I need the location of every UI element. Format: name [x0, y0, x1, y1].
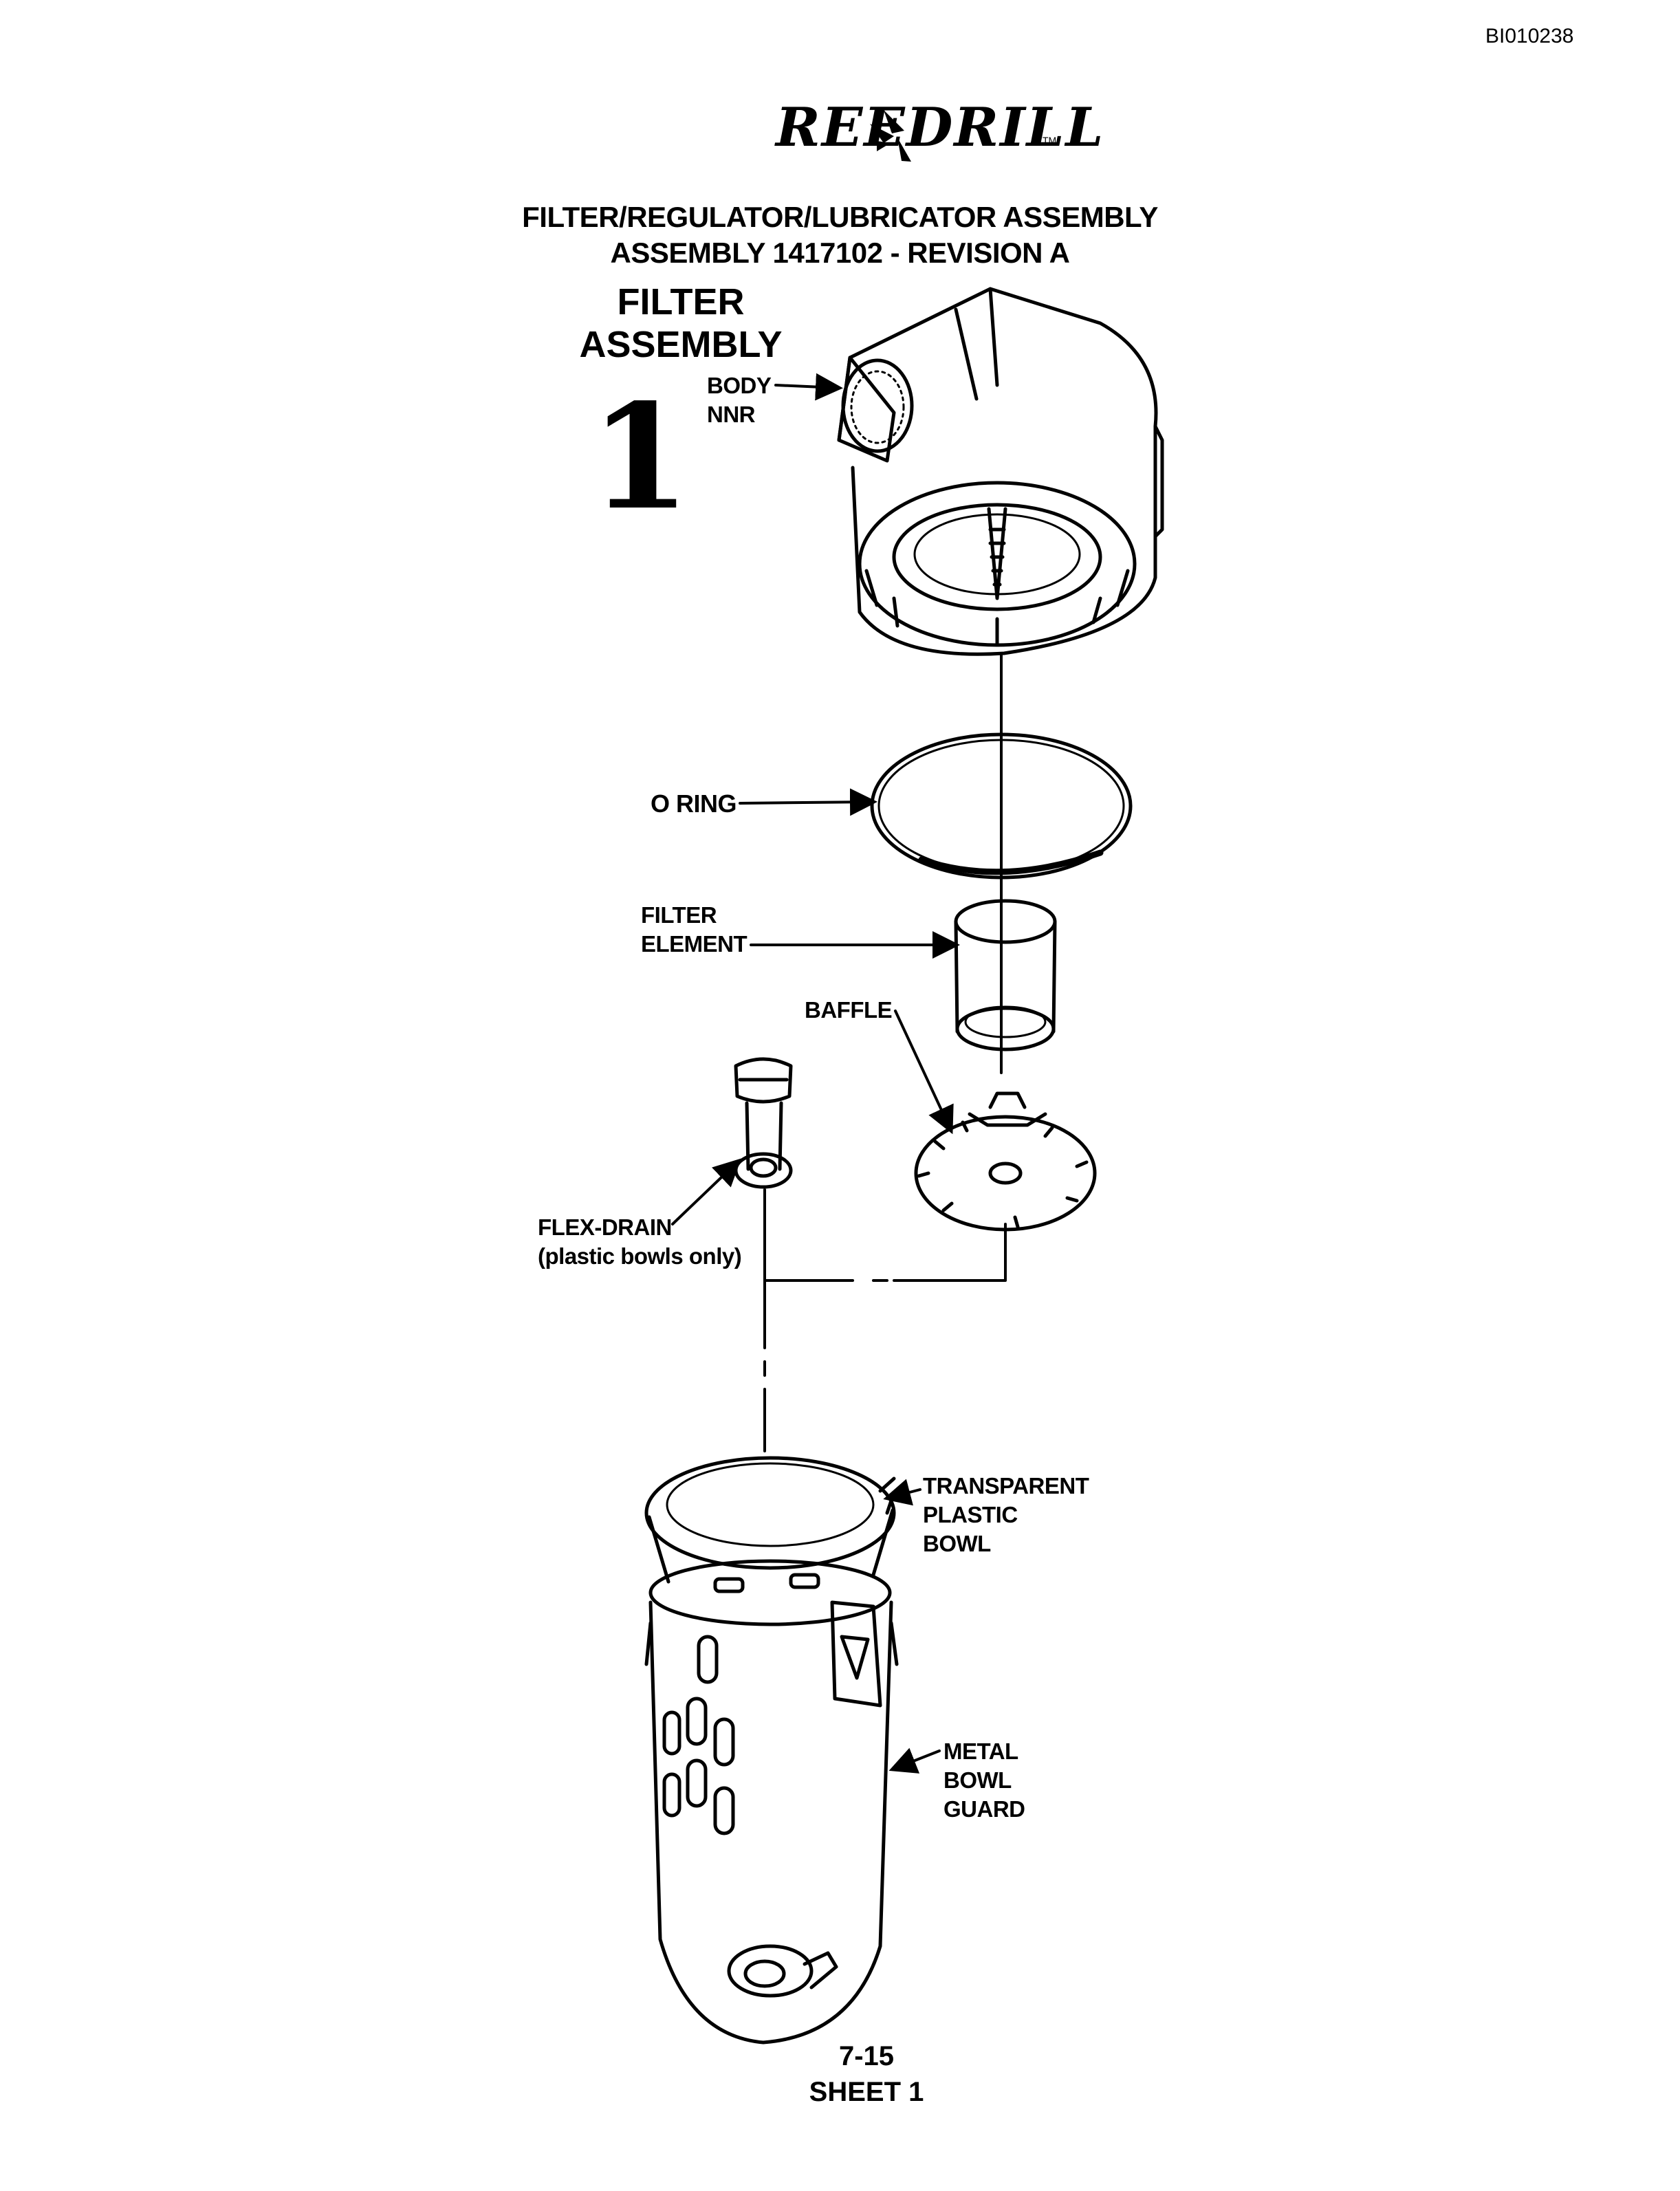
filter-body-part [837, 287, 1164, 656]
callout-metal-bowl-guard: METAL BOWL GUARD [943, 1738, 1025, 1822]
document-title: FILTER/REGULATOR/LUBRICATOR ASSEMBLY [522, 201, 1158, 233]
metal-bowl-guard-part [644, 1559, 899, 2045]
page-number: 7-15 [838, 2041, 895, 2071]
sheet-number: SHEET 1 [809, 2077, 924, 2107]
section-name: FILTER ASSEMBLY [578, 281, 784, 366]
callout-body: BODY NNR [707, 373, 772, 427]
filter-element-part [954, 899, 1057, 1051]
brand-name: REEDRILL [776, 96, 1105, 159]
section-number: 1 [590, 372, 691, 542]
callout-flex-drain: FLEX-DRAIN (plastic bowls only) [538, 1214, 742, 1269]
reedrill-logo-icon [870, 110, 911, 162]
section-name-line-2: ASSEMBLY [579, 324, 783, 365]
callout-o-ring: O RING [651, 789, 737, 818]
callout-filter-element: FILTER ELEMENT [641, 902, 748, 957]
transparent-plastic-bowl-part [644, 1456, 896, 1584]
callout-baffle: BAFFLE [805, 997, 893, 1023]
assembly-number: ASSEMBLY 1417102 - REVISION A [610, 237, 1070, 269]
callout-transparent-plastic-bowl: TRANSPARENT PLASTIC BOWL [923, 1473, 1089, 1556]
trademark-mark: TM [1043, 135, 1057, 146]
flex-drain-part [734, 1057, 793, 1189]
section-name-line-1: FILTER [617, 281, 745, 323]
document-id: BI010238 [1485, 25, 1574, 47]
